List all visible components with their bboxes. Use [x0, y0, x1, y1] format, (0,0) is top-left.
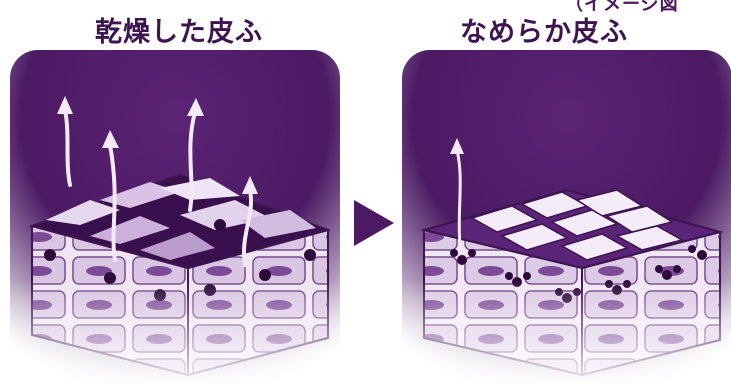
smooth-skin-title: なめらか皮ふ	[460, 17, 628, 48]
right-triangle-arrow-icon	[350, 198, 396, 248]
dry-skin-illustration	[10, 50, 340, 384]
dry-skin-title: 乾燥した皮ふ	[95, 17, 263, 48]
smooth-skin-illustration	[402, 50, 731, 384]
image-label-fragment: （イメージ図	[565, 0, 679, 15]
